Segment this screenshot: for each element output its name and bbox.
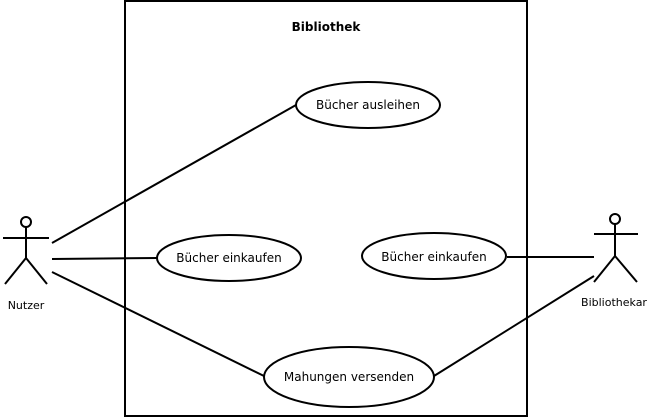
system-title: Bibliothek — [292, 20, 362, 34]
association-librarian-mahnungen — [433, 275, 595, 377]
use-case-buecher-ausleihen: Bücher ausleihen — [295, 81, 441, 129]
stick-figure-icon — [593, 213, 638, 283]
system-boundary — [124, 0, 528, 417]
use-case-mahungen-versenden: Mahungen versenden — [263, 346, 435, 408]
use-case-label: Bücher einkaufen — [381, 250, 486, 264]
use-case-buecher-einkaufen-right: Bücher einkaufen — [361, 232, 507, 280]
stick-figure-icon — [3, 216, 49, 285]
actor-nutzer: Nutzer — [3, 216, 49, 312]
association-user-einkaufen — [51, 257, 158, 260]
use-case-label: Mahungen versenden — [284, 370, 414, 384]
use-case-buecher-einkaufen-left: Bücher einkaufen — [156, 234, 302, 282]
actor-bibliothekar: Bibliothekar — [581, 213, 647, 309]
actor-label: Bibliothekar — [581, 296, 647, 309]
association-user-mahnungen — [51, 271, 265, 377]
actor-label: Nutzer — [8, 299, 45, 312]
use-case-label: Bücher ausleihen — [316, 98, 420, 112]
association-user-ausleihen — [51, 104, 297, 244]
use-case-label: Bücher einkaufen — [176, 251, 281, 265]
